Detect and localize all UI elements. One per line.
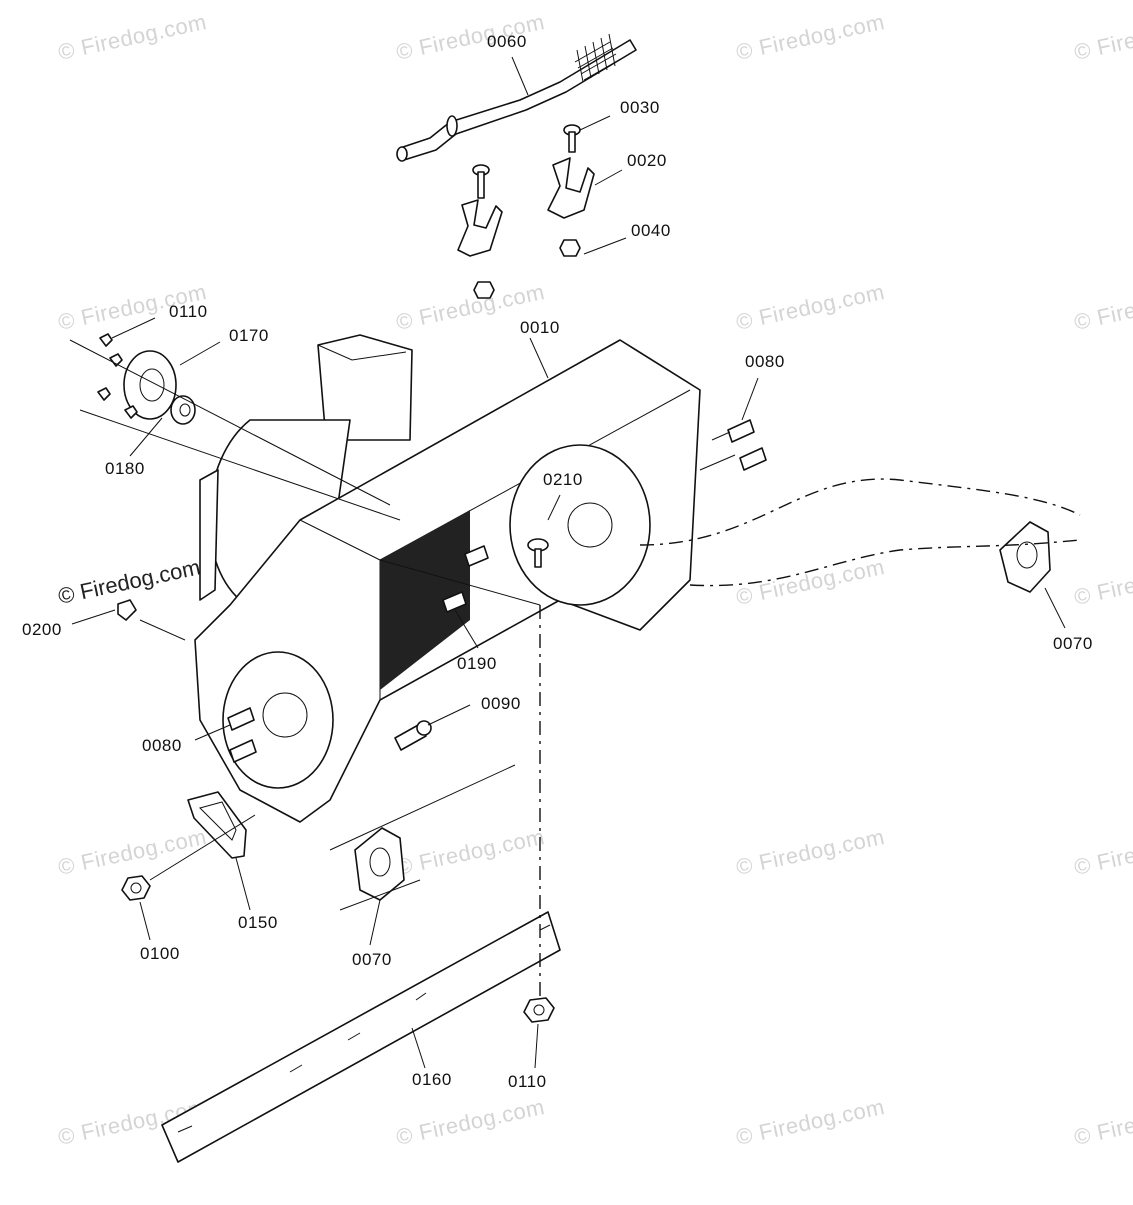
watermark: © Firedog.com [1072,1094,1133,1150]
part-label-0170: 0170 [229,326,269,345]
part-label-0110: 0110 [169,302,208,321]
part-label-0070: 0070 [352,950,392,969]
part-label-0190: 0190 [457,654,497,673]
part-label-0150: 0150 [238,913,278,932]
part-label-0210: 0210 [543,470,583,489]
clip-bracket-part [457,124,595,299]
watermark: © Firedog.com [56,9,209,65]
part-label-0060: 0060 [487,32,527,51]
part-labels: 0060 0030 0020 0040 0110 0170 0010 0080 … [22,32,1093,1091]
part-label-0080: 0080 [745,352,785,371]
clamp-plate-part [187,791,247,859]
skid-shoe-part [999,521,1051,593]
watermark: © Firedog.com [1072,824,1133,880]
watermark: © Firedog.com [1072,554,1133,610]
part-label-0180: 0180 [105,459,145,478]
part-label-0020: 0020 [627,151,667,170]
part-label-0030: 0030 [620,98,660,117]
leader-lines [71,56,1066,1069]
part-label-0100: 0100 [140,944,180,963]
watermark: © Firedog.com [1072,279,1133,335]
part-label-0080: 0080 [142,736,182,755]
hex-nut-part [121,875,151,901]
bearing-flange-part [97,333,196,425]
watermark: © Firedog.com [394,1094,547,1150]
part-label-0110: 0110 [508,1072,547,1091]
hex-nut-part [523,997,555,1023]
part-label-0070: 0070 [1053,634,1093,653]
watermark: © Firedog.com [56,824,209,880]
part-label-0040: 0040 [631,221,671,240]
part-label-0200: 0200 [22,620,62,639]
assembly-lines [69,339,1081,1000]
watermark: © Firedog.com [1072,9,1133,65]
handle-rod-part [396,33,637,162]
auger-housing-part [194,334,701,823]
part-label-0090: 0090 [481,694,521,713]
carriage-bolt-part [117,419,767,763]
part-label-0160: 0160 [412,1070,452,1089]
part-label-0010: 0010 [520,318,560,337]
watermark: © Firedog.com [734,824,887,880]
watermark: © Firedog.com [734,279,887,335]
skid-shoe-part [354,827,405,901]
scraper-blade-part [161,911,561,1163]
watermark: © Firedog.com [734,9,887,65]
watermark: © Firedog.com [394,824,547,880]
watermark: © Firedog.com [734,1094,887,1150]
